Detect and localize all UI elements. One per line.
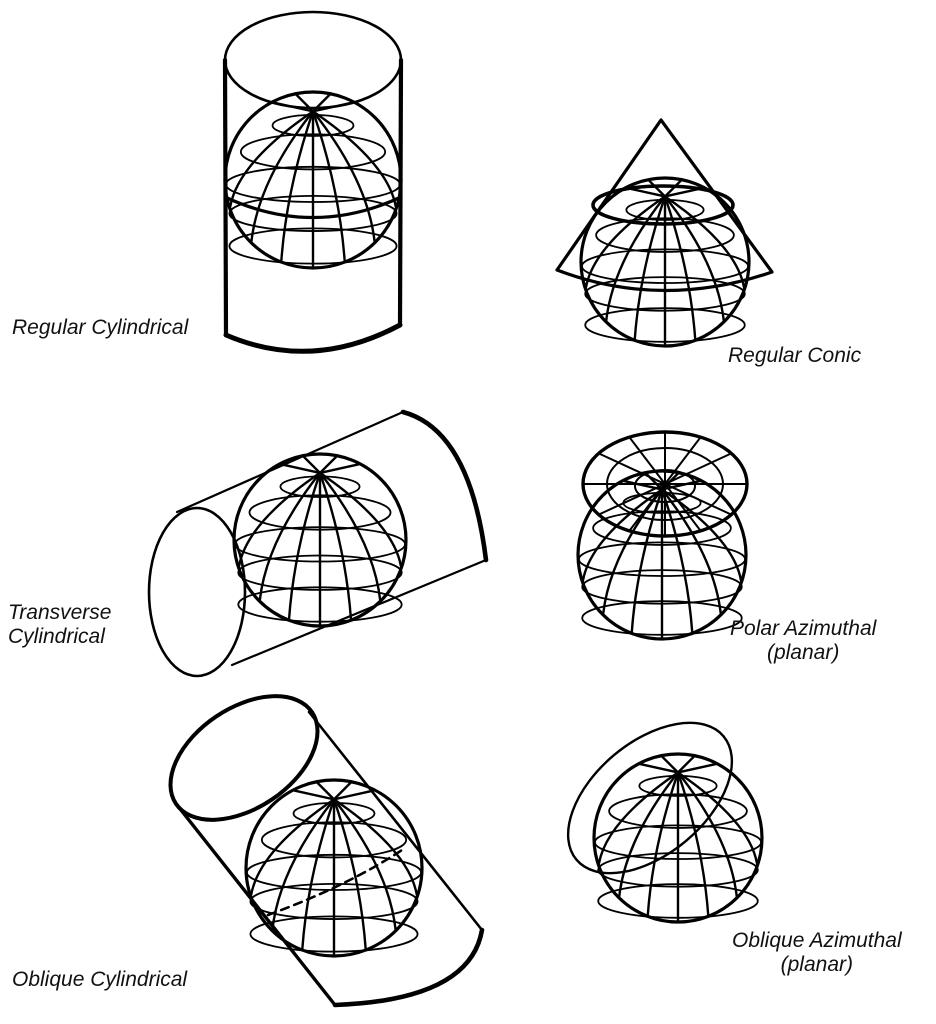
transverse-cylindrical-diagram — [149, 412, 486, 676]
label-polar-azimuthal: Polar Azimuthal (planar) — [730, 617, 876, 665]
globe-icon — [225, 92, 401, 268]
label-text: Regular Conic — [728, 344, 861, 368]
tangent-plane — [540, 693, 759, 902]
label-text: Oblique Cylindrical — [12, 968, 187, 992]
cylinder-bottom-edge — [232, 560, 486, 665]
label-line: (planar) — [732, 953, 902, 977]
polar-azimuthal-diagram — [578, 432, 747, 639]
label-line: Polar Azimuthal — [730, 617, 876, 641]
cylinder-bottom-curve — [226, 325, 400, 351]
cylinder-end-ellipse — [149, 508, 245, 676]
globe-icon — [581, 178, 749, 346]
label-oblique-azimuthal: Oblique Azimuthal (planar) — [732, 929, 902, 977]
oblique-azimuthal-diagram — [540, 693, 762, 922]
label-line: Oblique Azimuthal — [732, 929, 902, 953]
label-regular-conic: Regular Conic — [728, 344, 861, 368]
cylinder-far-end — [403, 412, 486, 560]
label-oblique-cylindrical: Oblique Cylindrical — [12, 968, 187, 992]
label-transverse-cylindrical: Transverse Cylindrical — [8, 601, 111, 649]
label-regular-cylindrical: Regular Cylindrical — [12, 316, 188, 340]
globe-icon — [234, 454, 406, 626]
oblique-cylindrical-diagram — [148, 671, 482, 1005]
globe-icon — [246, 780, 422, 956]
label-text: Regular Cylindrical — [12, 316, 188, 340]
label-line: Cylindrical — [8, 625, 111, 649]
cylinder-end-ellipse — [148, 671, 340, 846]
regular-conic-diagram — [557, 120, 772, 346]
cylinder-left-edge — [177, 805, 335, 1005]
regular-cylindrical-diagram — [225, 12, 401, 351]
globe-icon — [594, 754, 762, 922]
label-line: (planar) — [730, 641, 876, 665]
label-line: Transverse — [8, 601, 111, 625]
